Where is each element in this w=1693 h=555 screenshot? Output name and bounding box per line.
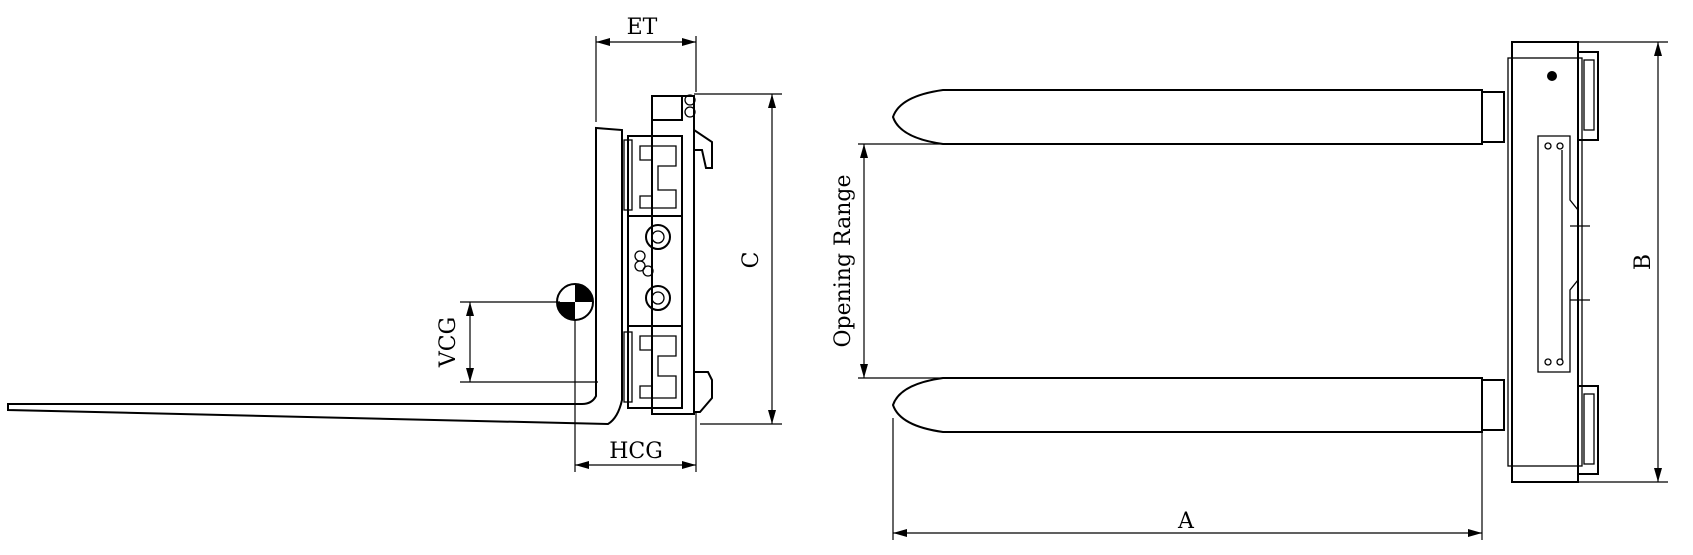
top-bolt-icon-2 bbox=[684, 106, 696, 118]
fitting-icon-3 bbox=[642, 265, 654, 277]
dim-label-c: C bbox=[739, 252, 764, 269]
fitting-icon bbox=[634, 250, 646, 262]
lower-pad bbox=[623, 331, 633, 403]
dim-label-et: ET bbox=[627, 15, 658, 40]
carriage-frame-inner bbox=[1507, 57, 1583, 467]
dim-label-hcg: HCG bbox=[609, 439, 663, 464]
carriage-plate bbox=[651, 95, 695, 415]
bolt-icon-2 bbox=[1544, 358, 1552, 366]
lower-mount-plate bbox=[1583, 393, 1595, 465]
dim-a bbox=[892, 418, 1483, 540]
bolt-icon-4 bbox=[1556, 358, 1564, 366]
upper-pad bbox=[623, 139, 633, 211]
upper-slide bbox=[627, 135, 683, 217]
top-view: Opening Range A B bbox=[831, 41, 1668, 540]
bolt-icon bbox=[1544, 142, 1552, 150]
cylinder-lower-icon bbox=[645, 285, 671, 311]
marker-dot-icon bbox=[1547, 71, 1557, 81]
upper-mount-plate bbox=[1583, 59, 1595, 131]
top-bolt-icon bbox=[684, 94, 696, 106]
lower-fork-heel bbox=[1481, 379, 1505, 431]
dim-et bbox=[595, 36, 697, 122]
dim-label-opening-range: Opening Range bbox=[831, 174, 856, 347]
upper-rail-profile bbox=[639, 145, 677, 209]
side-view: ET C VCG HCG bbox=[7, 15, 782, 472]
lower-hook bbox=[694, 371, 713, 413]
dim-opening-range bbox=[858, 143, 943, 379]
bolt-icon-3 bbox=[1556, 142, 1564, 150]
fork-side-profile bbox=[7, 126, 623, 426]
dim-label-b: B bbox=[1631, 254, 1656, 270]
center-of-gravity-icon bbox=[556, 283, 594, 321]
lower-rail-profile bbox=[639, 335, 677, 399]
lower-fork bbox=[891, 377, 1483, 433]
center-rail bbox=[1537, 135, 1579, 373]
lower-mount-bracket bbox=[1578, 385, 1599, 475]
cylinder-upper-icon bbox=[645, 224, 671, 250]
upper-mount-bracket bbox=[1578, 51, 1599, 141]
dim-b bbox=[1578, 41, 1668, 483]
lower-slide bbox=[627, 325, 683, 409]
dim-hcg bbox=[574, 320, 697, 472]
dim-vcg bbox=[460, 301, 598, 383]
dim-label-a: A bbox=[1177, 509, 1195, 534]
fitting-icon-2 bbox=[634, 260, 646, 272]
upper-fork bbox=[891, 89, 1483, 145]
carriage-top-hook bbox=[651, 95, 713, 169]
carriage-frame bbox=[1511, 41, 1579, 483]
upper-fork-heel bbox=[1481, 91, 1505, 143]
cylinder-upper-inner-icon bbox=[651, 230, 665, 244]
dim-label-vcg: VCG bbox=[436, 317, 461, 368]
dim-c bbox=[694, 93, 782, 425]
cylinder-lower-inner-icon bbox=[651, 291, 665, 305]
